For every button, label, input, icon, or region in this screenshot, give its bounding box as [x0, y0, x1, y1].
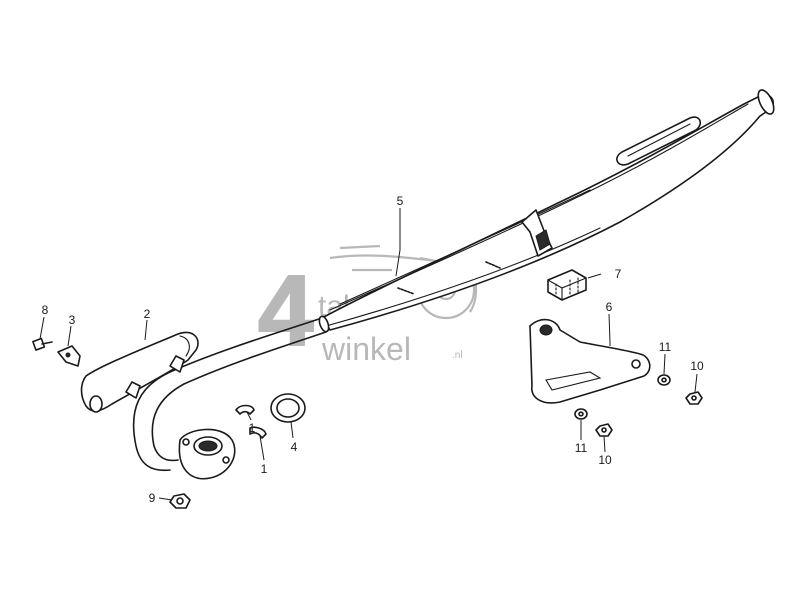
clamp-3 — [57, 345, 81, 367]
collet-1-bottom — [249, 426, 267, 439]
exhaust-pipe — [132, 315, 330, 480]
washer-11-right — [657, 374, 671, 386]
callout-5: 5 — [397, 194, 404, 208]
nut-9 — [169, 493, 191, 509]
callout-4: 4 — [291, 440, 298, 454]
callout-3: 3 — [69, 313, 76, 327]
callout-1-top: 1 — [249, 421, 256, 435]
callout-6: 6 — [606, 300, 613, 314]
leader-lines — [39, 208, 698, 501]
callout-labels: 1 1 2 3 4 5 6 7 8 9 10 10 11 11 — [42, 194, 704, 505]
bracket-6 — [529, 318, 651, 404]
watermark-suffix: .nl — [452, 350, 463, 361]
callout-9: 9 — [149, 491, 156, 505]
muffler — [321, 89, 775, 331]
rubber-7 — [547, 269, 587, 301]
watermark-digit: 4 — [258, 255, 314, 367]
callout-10-right: 10 — [690, 359, 704, 373]
callout-7: 7 — [615, 267, 622, 281]
callout-11-right: 11 — [659, 340, 672, 354]
gasket-4 — [270, 393, 306, 423]
callout-11-bottom: 11 — [575, 441, 588, 455]
nut-10-right — [685, 391, 703, 405]
heat-shield — [80, 331, 199, 413]
washer-11-bottom — [574, 408, 588, 420]
watermark-word-bottom: winkel — [321, 331, 411, 367]
collet-1-top — [235, 404, 255, 415]
callout-8: 8 — [42, 303, 49, 317]
callout-1-bottom: 1 — [261, 462, 268, 476]
callout-10-bottom: 10 — [598, 453, 612, 467]
bolt-8 — [32, 337, 53, 351]
callout-2: 2 — [144, 307, 151, 321]
nut-10-bottom — [595, 423, 613, 437]
